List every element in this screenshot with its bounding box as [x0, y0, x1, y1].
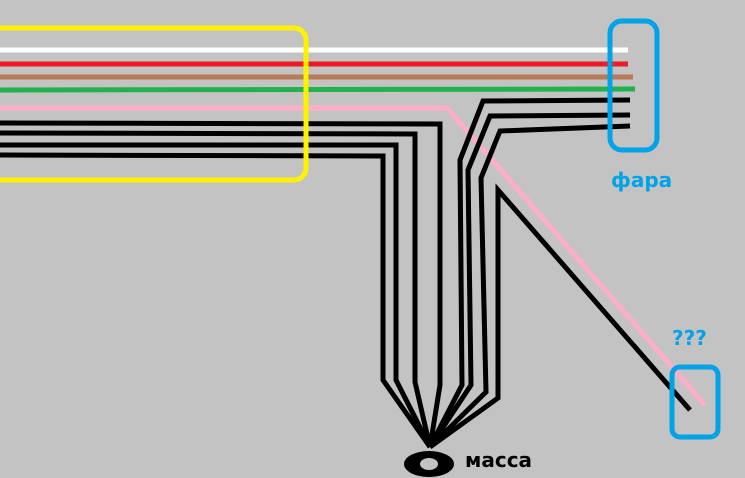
- unknown-connector-box: [669, 364, 721, 440]
- harness-box: [0, 25, 309, 183]
- wire-black-3: [0, 142, 433, 449]
- wire-black-6: [427, 112, 631, 449]
- wire-black-4: [0, 152, 433, 449]
- ground-label: масса: [465, 448, 533, 472]
- wire-black-7: [428, 123, 631, 449]
- wire-black-1: [0, 120, 443, 448]
- unknown-label: ???: [672, 326, 707, 350]
- headlight-connector-box: [607, 18, 660, 153]
- headlight-label: фара: [611, 168, 673, 192]
- wire-pink: [0, 105, 707, 407]
- wire-green: [0, 86, 636, 93]
- ground-terminal-icon: [404, 451, 454, 477]
- wire-black-8: [428, 183, 692, 450]
- wire-black-2: [0, 130, 433, 448]
- wire-black-5: [427, 97, 631, 449]
